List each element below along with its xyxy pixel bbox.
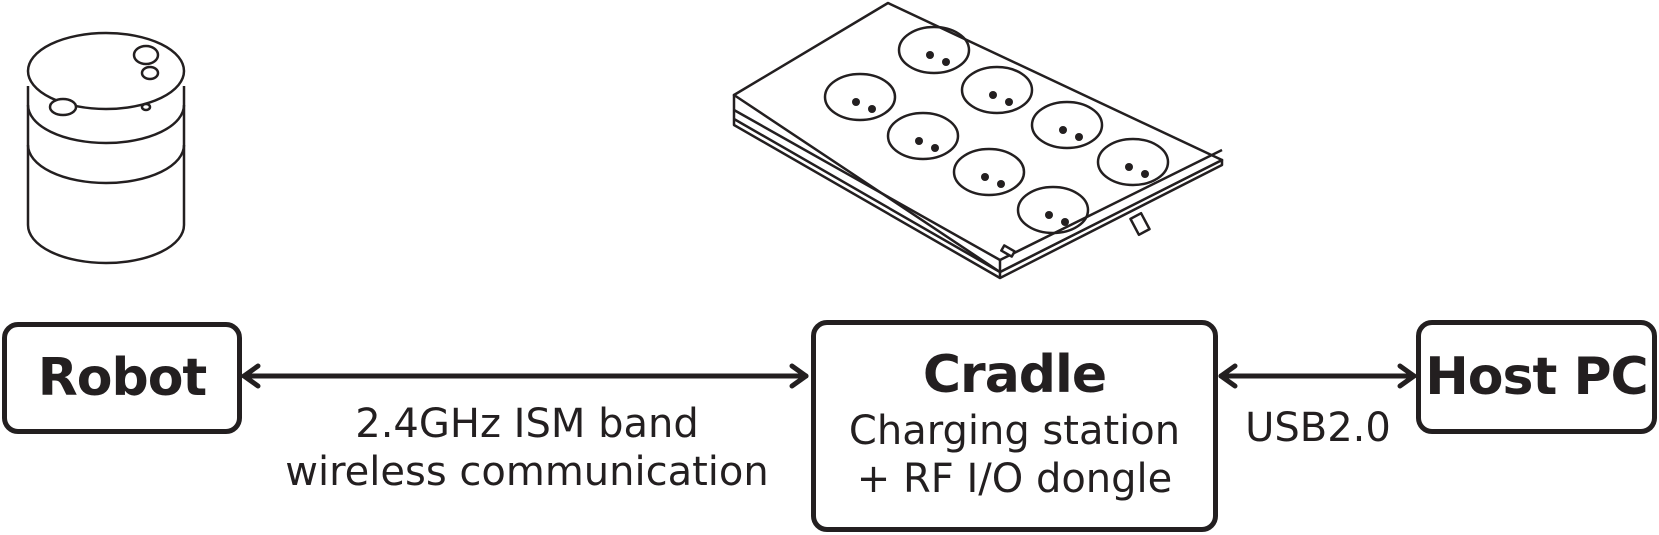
- cradle-node: Cradle Charging station + RF I/O dongle: [811, 320, 1218, 532]
- cradle-node-subtitle-line2: + RF I/O dongle: [856, 456, 1173, 502]
- robot-cradle-link-label: 2.4GHz ISM band wireless communication: [262, 400, 792, 496]
- arrow-robot-cradle: [241, 363, 809, 389]
- cradle-node-title: Cradle: [922, 345, 1107, 405]
- robot-illustration: [26, 31, 186, 265]
- robot-node-title: Robot: [37, 348, 208, 408]
- host-pc-node-title: Host PC: [1425, 347, 1648, 407]
- cradle-illustration: [732, 1, 1224, 280]
- robot-cradle-link-label-line1: 2.4GHz ISM band: [355, 401, 699, 447]
- robot-node: Robot: [2, 322, 242, 434]
- cradle-node-subtitle-line1: Charging station: [848, 408, 1181, 454]
- arrow-cradle-host: [1218, 363, 1417, 389]
- host-pc-node: Host PC: [1416, 320, 1657, 434]
- robot-cradle-link-label-line2: wireless communication: [285, 449, 769, 495]
- cradle-host-link-label: USB2.0: [1245, 405, 1391, 451]
